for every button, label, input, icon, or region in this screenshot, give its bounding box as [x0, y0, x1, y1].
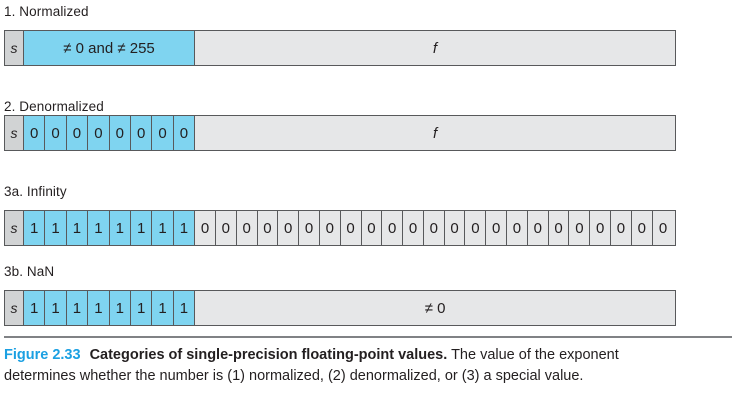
fraction-bit-cell: 0: [465, 211, 487, 245]
exponent-bit-cell: 1: [24, 211, 46, 245]
exponent-bit-cell: 0: [45, 116, 67, 150]
fraction-bit-cell: 0: [299, 211, 320, 245]
exponent-bit-cell: 1: [109, 291, 131, 325]
exponent-bit-cell: 1: [173, 211, 196, 245]
fraction-bit-cell: 0: [278, 211, 300, 245]
exponent-bit-cell: 1: [152, 291, 174, 325]
exponent-bit-cell: 0: [173, 116, 196, 150]
figure-body-text: The value of the exponent determines whe…: [4, 347, 619, 384]
exponent-bit-cell: 0: [24, 116, 46, 150]
exponent-bit-cell: 1: [24, 291, 46, 325]
fraction-bit-cell: 0: [611, 211, 632, 245]
exponent-bit-cell: 1: [173, 291, 196, 325]
fraction-bit-cell: 0: [340, 211, 362, 245]
caption-divider: [4, 336, 732, 338]
bit-row-infinity: s 1 1 1 1 1 1 1 1 0 0 0 0 0 0 0 0 0 0 0 …: [4, 210, 676, 246]
fraction-bit-cell: 0: [215, 211, 237, 245]
row-label-infinity: 3a. Infinity: [4, 184, 67, 199]
fraction-bit-cell: 0: [569, 211, 591, 245]
fraction-bit-cell: 0: [403, 211, 424, 245]
exponent-bit-cell: 0: [130, 116, 153, 150]
exponent-bit-cell: 0: [66, 116, 89, 150]
fraction-field-nan: ≠ 0: [195, 291, 675, 325]
exponent-bit-cell: 1: [45, 291, 67, 325]
exponent-bit-cell: 1: [45, 211, 67, 245]
row-label-normalized: 1. Normalized: [4, 4, 89, 19]
fraction-bit-cell: 0: [382, 211, 404, 245]
exponent-bit-cell: 0: [152, 116, 174, 150]
exponent-bit-cell: 1: [88, 291, 110, 325]
exponent-bit-cell: 0: [109, 116, 131, 150]
fraction-bit-cell: 0: [548, 211, 570, 245]
exponent-bit-cell: 1: [109, 211, 131, 245]
exponent-bit-cell: 1: [130, 291, 153, 325]
figure-number: Figure 2.33: [4, 347, 81, 363]
fraction-bit-cell: 0: [444, 211, 466, 245]
fraction-bit-cell: 0: [195, 211, 216, 245]
row-label-denormalized: 2. Denormalized: [4, 99, 104, 114]
exponent-bit-cell: 1: [130, 211, 153, 245]
exponent-bit-cell: 1: [152, 211, 174, 245]
exponent-bit-cell: 1: [66, 211, 89, 245]
fraction-bit-cell: 0: [319, 211, 341, 245]
fraction-bit-cell: 0: [423, 211, 445, 245]
fraction-bit-cell: 0: [631, 211, 653, 245]
row-label-nan: 3b. NaN: [4, 264, 55, 279]
fraction-bit-cell: 0: [652, 211, 674, 245]
sign-bit-cell-infinity: s: [5, 211, 24, 245]
fraction-field-denormalized: f: [195, 116, 675, 150]
figure-caption: Figure 2.33 Categories of single-precisio…: [4, 345, 676, 387]
fraction-bit-cell: 0: [507, 211, 528, 245]
fraction-bit-cell: 0: [257, 211, 279, 245]
sign-bit-cell-normalized: s: [5, 31, 24, 65]
exponent-field-normalized: ≠ 0 and ≠ 255: [24, 31, 195, 65]
exponent-bit-cell: 0: [88, 116, 110, 150]
exponent-bit-cell: 1: [88, 211, 110, 245]
figure-title: Categories of single-precision floating-…: [89, 347, 448, 363]
bit-row-normalized: s ≠ 0 and ≠ 255 f: [4, 30, 676, 66]
sign-bit-cell-denormalized: s: [5, 116, 24, 150]
fraction-bit-cell: 0: [527, 211, 549, 245]
fraction-bit-cell: 0: [236, 211, 258, 245]
sign-bit-cell-nan: s: [5, 291, 24, 325]
fraction-bit-cell: 0: [361, 211, 383, 245]
fraction-field-normalized: f: [195, 31, 675, 65]
bit-row-nan: s 1 1 1 1 1 1 1 1 ≠ 0: [4, 290, 676, 326]
fraction-bit-cell: 0: [486, 211, 508, 245]
bit-row-denormalized: s 0 0 0 0 0 0 0 0 f: [4, 115, 676, 151]
exponent-bit-cell: 1: [66, 291, 89, 325]
fraction-bit-cell: 0: [590, 211, 612, 245]
